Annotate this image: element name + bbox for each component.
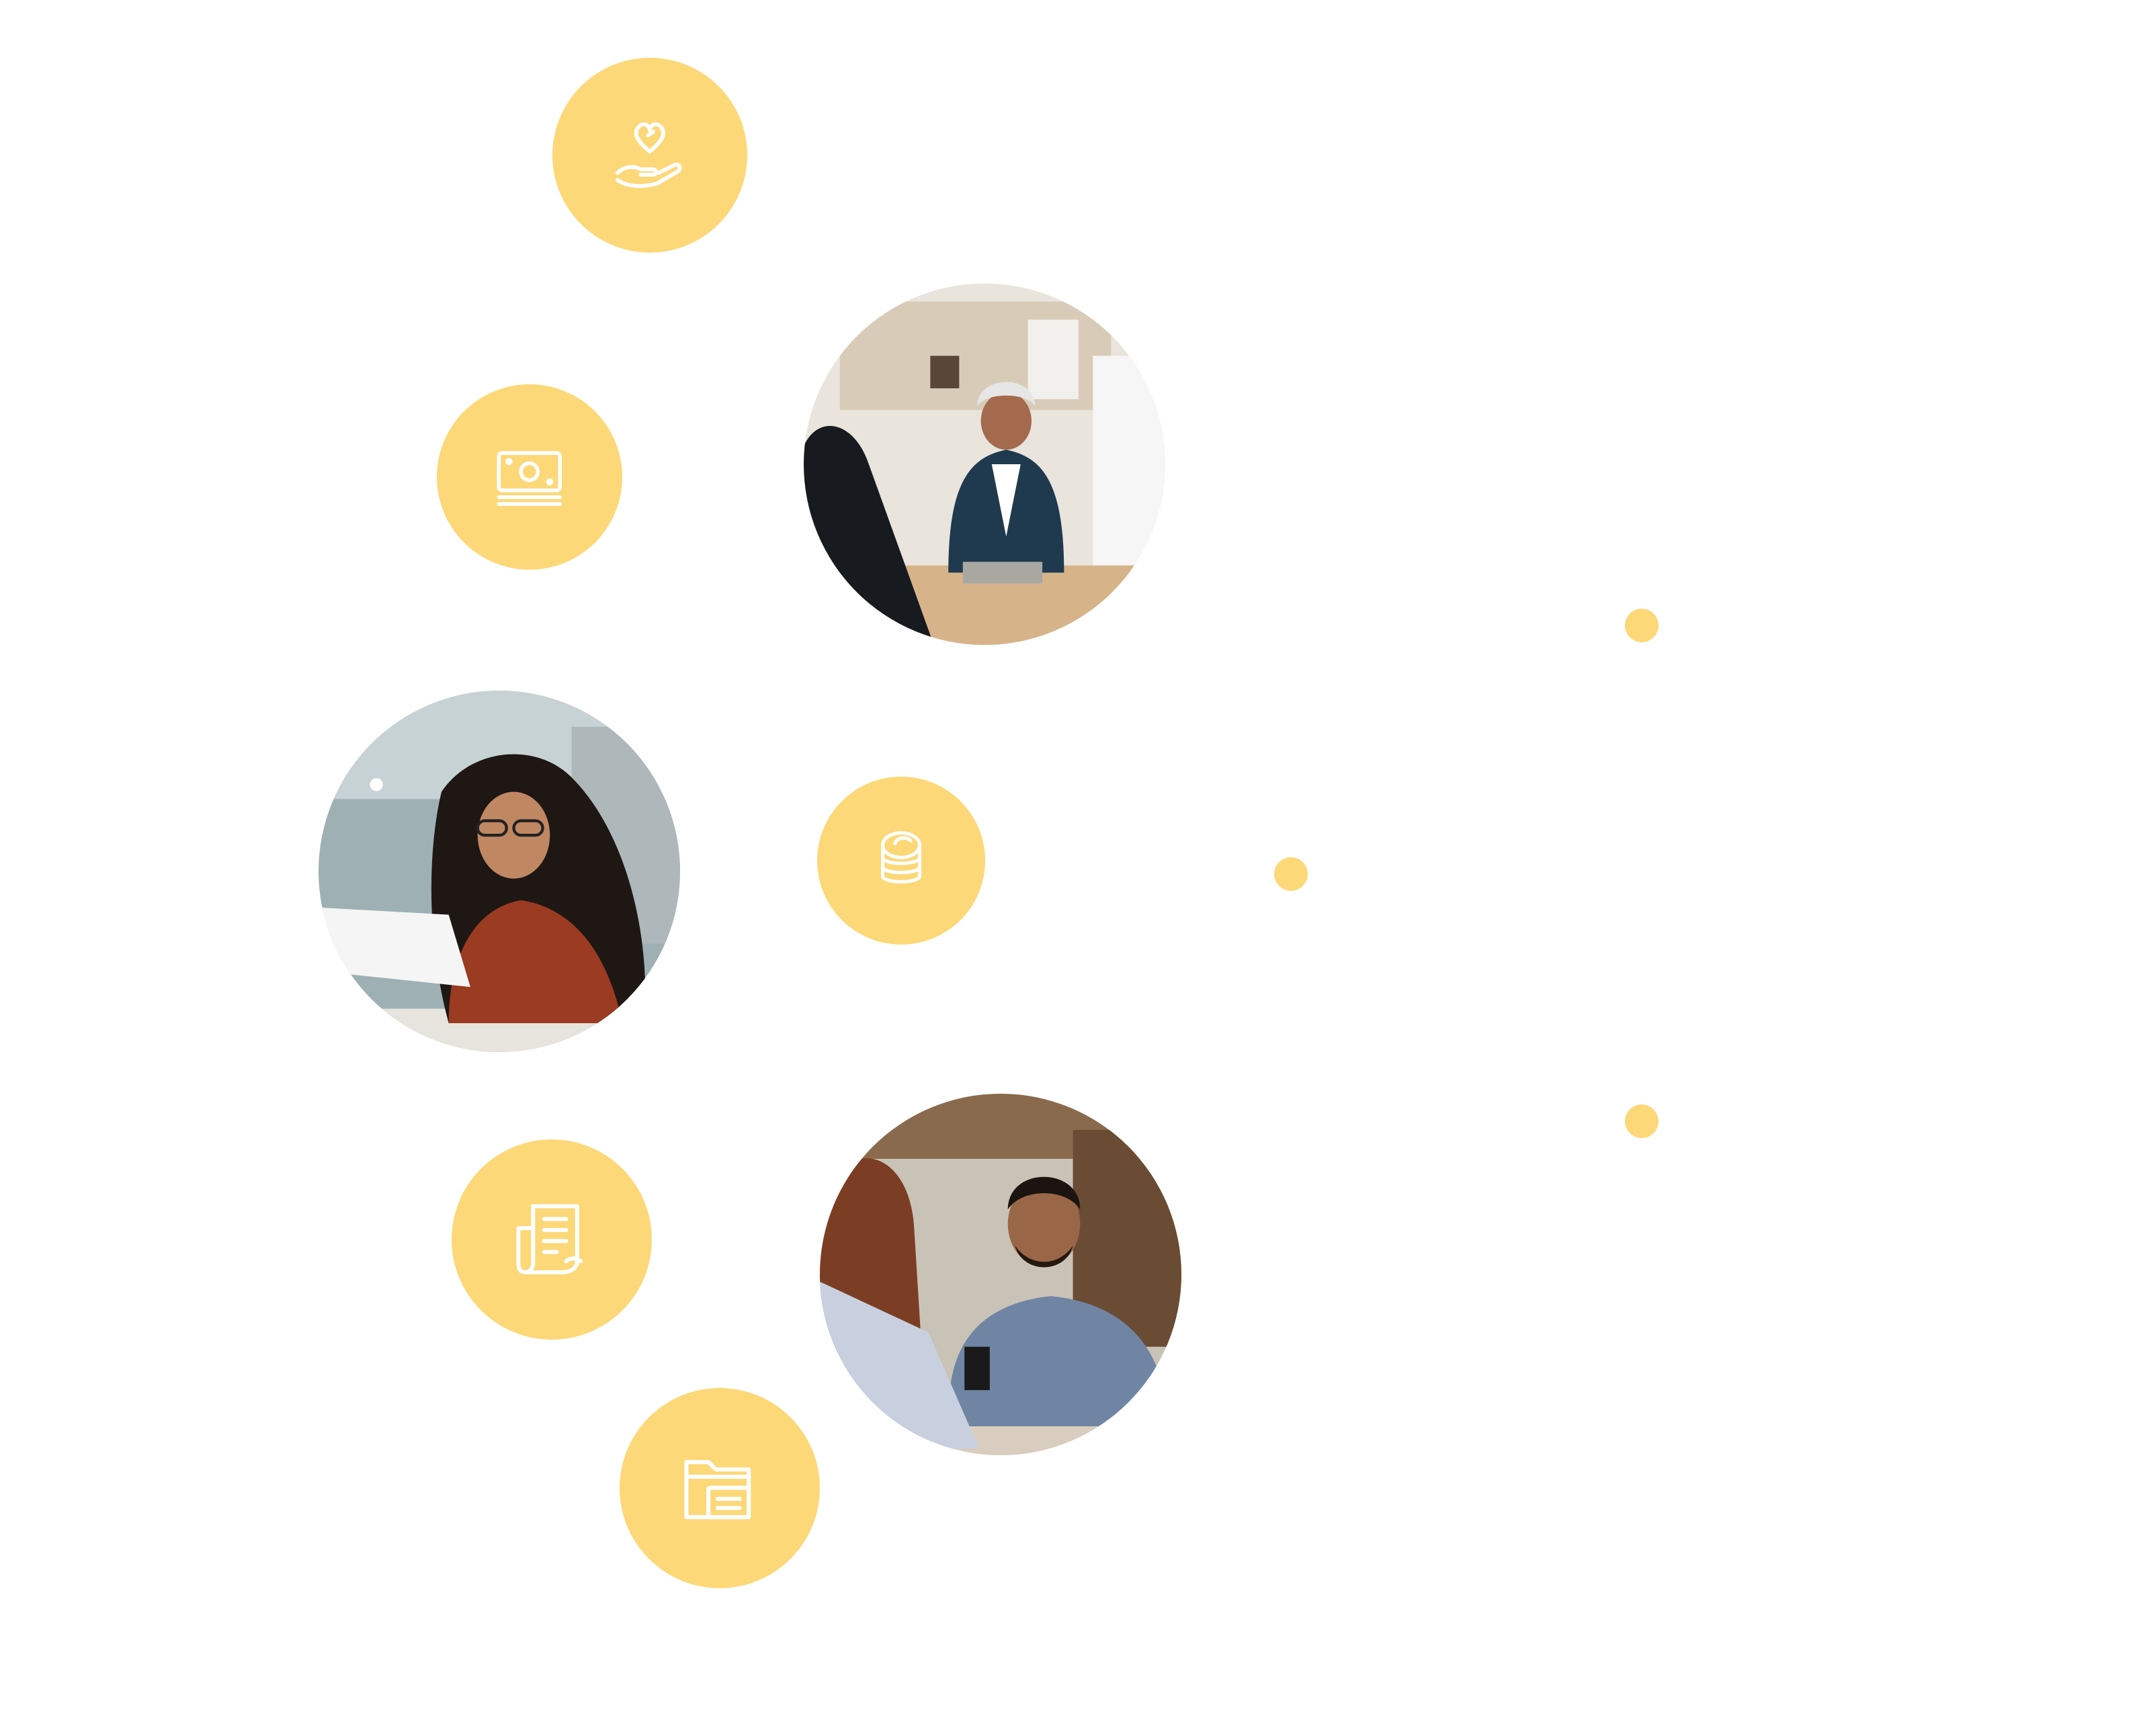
banknote-icon — [497, 451, 562, 507]
decorative-dot — [1625, 1104, 1659, 1138]
folder-document-icon — [684, 1460, 751, 1520]
man-and-woman-meeting-photo — [820, 1094, 1181, 1455]
woman-reviewing-document-photo — [319, 691, 680, 1052]
banknote-circle — [437, 384, 622, 570]
decorative-dot — [1625, 609, 1659, 642]
document-receipt-icon — [516, 1204, 583, 1275]
coin-stack-icon — [880, 831, 922, 883]
folder-document-circle — [620, 1388, 820, 1588]
senior-woman-advisor-photo — [804, 284, 1165, 645]
coin-stack-circle — [817, 777, 985, 945]
document-receipt-circle — [452, 1139, 652, 1340]
heart-in-hand-icon — [616, 122, 682, 188]
heart-in-hand-circle — [552, 58, 747, 253]
decorative-dot — [1274, 857, 1308, 891]
